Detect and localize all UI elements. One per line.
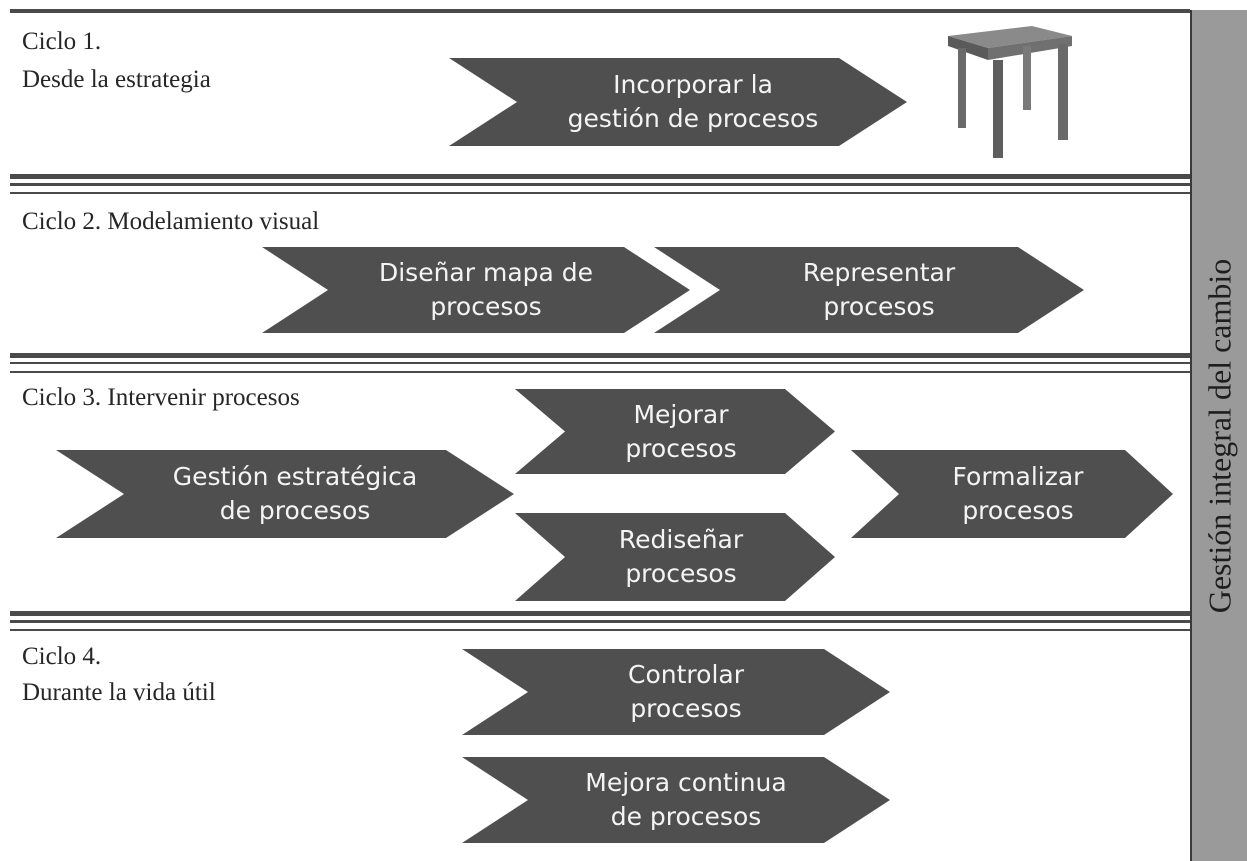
separator-2-3 <box>10 362 1190 364</box>
chevron-label-line1: Gestión estratégica <box>172 462 418 491</box>
separator-2-3 <box>10 353 1190 358</box>
chevron-label-line1: Mejorar <box>633 399 729 429</box>
chevron-label-line2: procesos <box>962 496 1074 525</box>
chevron-representar-procesos: Representar procesos <box>654 247 1084 333</box>
sidebar-label: Gestión integral del cambio <box>1201 258 1237 613</box>
chevron-gestion-estrategica: Gestión estratégica de procesos <box>56 450 514 538</box>
cycle-3-title: Ciclo 3. Intervenir procesos <box>22 384 300 411</box>
chevron-incorporar-gestion: Incorporar la gestión de procesos <box>449 58 907 146</box>
separator-1-2 <box>10 174 1190 179</box>
chevron-shape <box>462 757 890 843</box>
chevron-shape <box>654 247 1084 333</box>
chevron-redisenar-procesos: Rediseñar procesos <box>515 513 835 601</box>
chevron-label-line2: gestión de procesos <box>567 104 819 133</box>
chevron-label-line2: procesos <box>430 292 542 321</box>
chevron-label-line2: de procesos <box>219 496 371 525</box>
chevron-label-line1: Diseñar mapa de <box>378 258 594 287</box>
chevron-label-line2: procesos <box>823 292 935 321</box>
chevron-shape <box>262 247 690 333</box>
chevron-label-line1: Controlar <box>628 660 744 689</box>
cycle-1-subtitle: Desde la estrategia <box>22 66 211 93</box>
chevron-label-line1: Mejora continua <box>585 768 787 797</box>
chevron-shape <box>462 649 890 735</box>
change-management-sidebar: Gestión integral del cambio <box>1190 10 1247 861</box>
chevron-label-line2: de procesos <box>610 802 762 831</box>
chevron-label-line1: Rediseñar <box>618 525 744 554</box>
cycle-4-title: Ciclo 4. <box>22 643 102 670</box>
chevron-label-line1: Representar <box>802 258 956 287</box>
chevron-label-line2: procesos <box>625 433 737 463</box>
separator-3-4 <box>10 629 1190 631</box>
chevron-mejora-continua: Mejora continua de procesos <box>462 757 890 843</box>
separator-1-2 <box>10 183 1190 186</box>
separator-3-4 <box>10 620 1190 623</box>
chevron-label-line2: procesos <box>625 559 737 588</box>
chevron-disenar-mapa: Diseñar mapa de procesos <box>262 247 690 333</box>
chevron-mejorar-procesos: Mejorar procesos <box>515 389 835 474</box>
separator-3-4 <box>10 611 1190 616</box>
chevron-label-line1: Formalizar <box>952 462 1084 491</box>
chevron-label-line1: Incorporar la <box>613 70 773 99</box>
chevron-shape <box>851 450 1173 538</box>
table-icon <box>948 26 1072 158</box>
separator-1-2 <box>10 192 1190 194</box>
chevron-formalizar-procesos: Formalizar procesos <box>851 450 1173 538</box>
cycle-4-subtitle: Durante la vida útil <box>22 679 216 706</box>
chevron-shape <box>515 513 835 601</box>
chevron-shape <box>515 389 835 474</box>
cycle-1-title: Ciclo 1. <box>22 28 102 55</box>
cycle-2-title: Ciclo 2. Modelamiento visual <box>22 208 320 235</box>
chevron-controlar-procesos: Controlar procesos <box>462 649 890 735</box>
chevron-shape <box>449 58 907 146</box>
separator-top <box>10 9 1190 13</box>
chevron-shape <box>56 450 514 538</box>
separator-2-3 <box>10 371 1190 373</box>
chevron-label-line2: procesos <box>630 694 742 723</box>
